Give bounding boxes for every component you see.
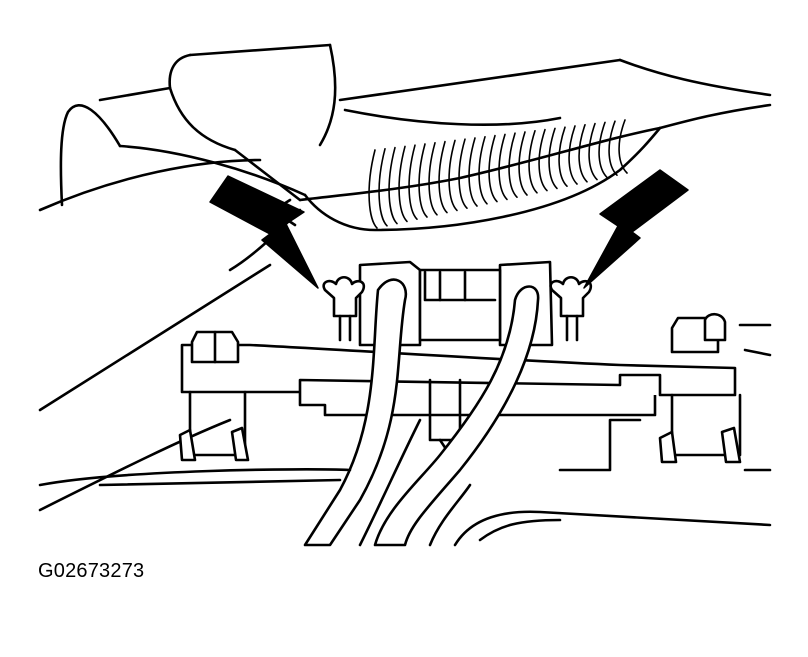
- lower-housing: [38, 418, 772, 547]
- upper-housing: [38, 43, 772, 232]
- housing-rib: [598, 121, 608, 179]
- housing-rib: [408, 144, 418, 220]
- housing-rib: [538, 128, 548, 192]
- housing-rib: [548, 127, 558, 190]
- housing-rib: [438, 140, 448, 214]
- housing-rib: [468, 137, 478, 207]
- housing-rib: [508, 132, 518, 198]
- housing-rib: [428, 142, 438, 216]
- housing-rib: [378, 148, 388, 227]
- housing-rib: [448, 139, 458, 212]
- arrow-right-icon: [583, 169, 689, 289]
- retaining-clip-left: [322, 275, 366, 342]
- housing-rib: [478, 136, 488, 205]
- hoses: [303, 278, 540, 547]
- housing-rib: [578, 124, 588, 183]
- housing-rib: [618, 119, 628, 174]
- housing-rib: [518, 131, 528, 196]
- housing-rib: [528, 130, 538, 194]
- housing-rib: [558, 126, 568, 187]
- housing-rib: [398, 145, 408, 223]
- housing-rib: [458, 138, 468, 209]
- housing-rib: [498, 133, 508, 201]
- housing-rib: [368, 149, 378, 229]
- housing-rib: [418, 143, 428, 218]
- pointer-arrows: [209, 169, 689, 289]
- housing-ribs: [368, 119, 628, 229]
- component-illustration: [38, 43, 772, 547]
- housing-rib: [608, 120, 618, 176]
- housing-rib: [568, 125, 578, 185]
- figure-code: G02673273: [38, 560, 145, 582]
- arrow-left-icon: [209, 175, 319, 289]
- retaining-clip-right: [549, 275, 593, 342]
- housing-rib: [388, 146, 398, 225]
- housing-rib: [488, 134, 498, 203]
- housing-rib: [588, 122, 598, 181]
